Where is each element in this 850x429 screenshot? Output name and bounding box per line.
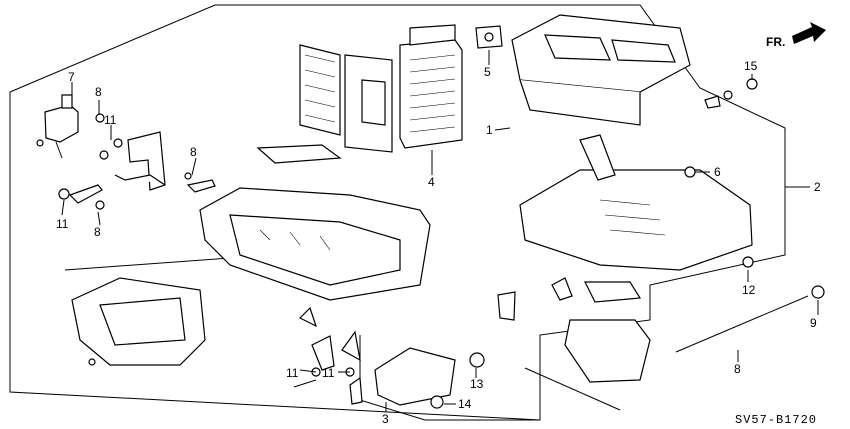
lower-boundary bbox=[359, 335, 540, 421]
callout-2: 2 bbox=[814, 180, 821, 194]
bottom-parts bbox=[88, 277, 651, 411]
callout-1: 1 bbox=[486, 123, 493, 137]
callout-14: 14 bbox=[458, 397, 472, 411]
bracket-part-7 bbox=[44, 94, 79, 159]
callout-15: 15 bbox=[744, 59, 758, 73]
callout-4: 4 bbox=[428, 175, 435, 189]
front-arrow-icon bbox=[792, 22, 826, 44]
lower-case bbox=[71, 277, 206, 366]
heater-core-part-4 bbox=[399, 24, 463, 149]
filter-panels bbox=[299, 44, 393, 153]
callout-10: 9 bbox=[810, 316, 817, 330]
callout-5: 5 bbox=[484, 65, 491, 79]
callout-11c: 11 bbox=[286, 366, 299, 380]
callout-11b: 11 bbox=[56, 217, 69, 231]
callout-6: 6 bbox=[714, 165, 721, 179]
right-housing-part-2 bbox=[519, 134, 753, 271]
callout-8b: 8 bbox=[190, 145, 197, 159]
leader-lines bbox=[61, 50, 819, 412]
callout-8a: 8 bbox=[95, 85, 102, 99]
callout-13: 13 bbox=[470, 377, 484, 391]
callout-11d: 11 bbox=[322, 366, 335, 380]
front-direction-label: FR. bbox=[766, 35, 785, 49]
lower-housing-left bbox=[199, 187, 431, 301]
linkage-part-left bbox=[36, 113, 216, 210]
cable-part-9 bbox=[675, 295, 809, 353]
upper-housing bbox=[511, 14, 691, 126]
callout-11a: 11 bbox=[104, 113, 117, 127]
small-fittings-right bbox=[684, 78, 825, 299]
callout-3: 3 bbox=[382, 412, 389, 426]
callout-7: 7 bbox=[68, 70, 75, 84]
callout-8c: 8 bbox=[94, 225, 101, 239]
filter-small bbox=[256, 144, 342, 164]
callout-12: 12 bbox=[742, 283, 756, 297]
callout-9: 8 bbox=[734, 362, 741, 376]
inner-boundary bbox=[64, 257, 231, 271]
reference-code: SV57-B1720 bbox=[735, 413, 817, 427]
assembly-boundary bbox=[9, 4, 786, 421]
gasket-part-5 bbox=[475, 25, 503, 49]
